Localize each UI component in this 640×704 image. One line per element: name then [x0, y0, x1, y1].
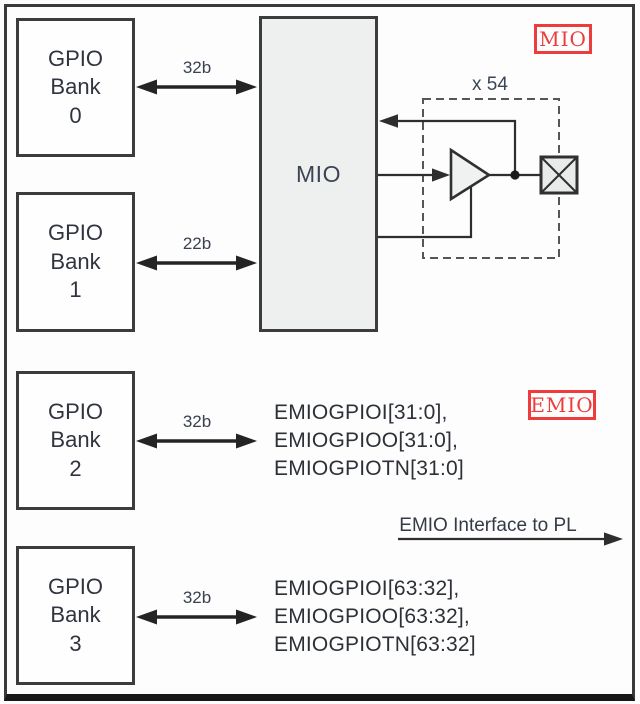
bank-label-line: Bank	[50, 427, 101, 453]
emio-interface-label: EMIO Interface to PL	[399, 515, 577, 536]
bank-label-line: Bank	[50, 248, 101, 274]
replication-count-label: x 54	[472, 74, 508, 95]
signal-name: EMIOGPIOO[31:0],	[274, 429, 459, 452]
emio-region-annotation-text: EMIO	[530, 393, 594, 417]
signal-name: EMIOGPIOTN[63:32]	[274, 633, 476, 656]
mio-region-annotation: MIO	[534, 24, 592, 54]
bus-width-label-bank1: 22b	[182, 234, 212, 253]
bank-label-line: Bank	[50, 602, 101, 628]
emio-upper-signal-list: EMIOGPIOI[31:0], EMIOGPIOO[31:0], EMIOGP…	[274, 399, 464, 483]
bank-label-line: GPIO	[47, 45, 103, 71]
bus-width-label-bank3: 32b	[182, 588, 212, 607]
bank-label-line: Bank	[50, 74, 101, 100]
gpio-bank-0-box: GPIO Bank 0	[16, 18, 135, 157]
bank-label-line: 1	[69, 277, 82, 303]
bank-label-line: GPIO	[47, 220, 103, 246]
bus-width-label-bank2: 32b	[182, 412, 212, 431]
signal-name: EMIOGPIOTN[31:0]	[274, 457, 464, 480]
bus-width-label-bank0: 32b	[182, 58, 212, 77]
bank-label-line: 3	[69, 630, 82, 656]
mio-region-annotation-text: MIO	[539, 27, 587, 51]
emio-lower-signal-list: EMIOGPIOI[63:32], EMIOGPIOO[63:32], EMIO…	[274, 575, 476, 659]
gpio-bank-3-box: GPIO Bank 3	[16, 546, 135, 685]
gpio-bank-2-box: GPIO Bank 2	[16, 371, 135, 510]
signal-name: EMIOGPIOI[63:32],	[274, 577, 460, 600]
gpio-bank-1-box: GPIO Bank 1	[16, 192, 135, 332]
emio-region-annotation: EMIO	[528, 390, 596, 420]
bank-label-line: GPIO	[47, 573, 103, 599]
mio-block: MIO	[259, 16, 378, 332]
bank-label-line: 2	[69, 455, 82, 481]
diagram-outer-frame	[4, 4, 635, 701]
bank-label-line: GPIO	[47, 398, 103, 424]
mio-block-label: MIO	[296, 160, 341, 187]
signal-name: EMIOGPIOI[31:0],	[274, 401, 448, 424]
signal-name: EMIOGPIOO[63:32],	[274, 605, 470, 628]
bank-label-line: 0	[69, 102, 82, 128]
